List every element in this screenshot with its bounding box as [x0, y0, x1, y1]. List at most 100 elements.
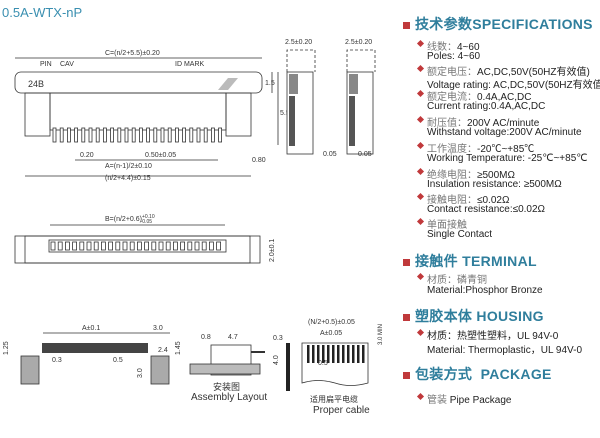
contact	[93, 241, 99, 251]
cable-caption-zh: 适用扁平电缆	[310, 394, 358, 404]
conductor	[357, 345, 360, 363]
contact	[180, 241, 186, 251]
contact	[201, 241, 207, 251]
dim-a: A=(n-1)/2±0.10	[105, 163, 152, 170]
front-view-drawing: B=(n/2+0.6)+0.10-0.05 2.0±0.1	[14, 214, 276, 264]
package-en: Pipe Package	[449, 395, 512, 406]
cable-dim-total: (N/2+0.5)±0.05	[308, 319, 355, 326]
contact	[165, 241, 171, 251]
dim-c: C=(n/2+5.5)±0.20	[105, 50, 160, 57]
pin	[182, 127, 187, 143]
fp-dim-1-25: 1.25	[3, 341, 10, 355]
spec-item-zh: 绝缘电阻：≥500MΩ	[427, 166, 515, 181]
spec-item-en: Insulation resistance: ≥500MΩ	[427, 179, 562, 190]
contact	[144, 241, 150, 251]
pin	[167, 127, 172, 143]
spec-label-zh: 线数：	[427, 42, 457, 53]
assembly-caption-en: Assembly Layout	[191, 392, 267, 403]
contact	[122, 241, 128, 251]
side-views-drawing: 2.5±0.20 2.5±0.20 0.05 0.05	[285, 39, 376, 158]
cable-dim-min: 3.0 MIN	[378, 324, 384, 345]
header-zh: 技术参数	[415, 16, 473, 32]
package-header: 包装方式 PACKAGE	[403, 364, 552, 384]
spec-item-zh: 线数：4~60	[427, 38, 480, 53]
terminal-header: 接触件 TERMINAL	[403, 251, 537, 271]
pin	[124, 127, 129, 143]
cable-drawing: (N/2+0.5)±0.05 A±0.05 3.0 MIN 0.3 4.0 0.…	[273, 319, 384, 416]
spec-label-zh: 单面接触	[427, 220, 467, 231]
header-zh: 接触件	[415, 253, 458, 269]
conductor	[337, 345, 340, 363]
spec-item-en: Current rating:0.4A,AC,DC	[427, 101, 546, 112]
dim-pin-width: 0.20	[80, 152, 94, 159]
cable-dim-0-3: 0.3	[273, 335, 283, 342]
dim-height: 2.0±0.1	[269, 239, 276, 262]
spec-label-zh: 耐压值：	[427, 118, 467, 129]
conductor	[352, 345, 355, 363]
pin	[146, 127, 151, 143]
pin	[131, 127, 136, 143]
id-mark-icon	[218, 78, 238, 90]
assembly-caption-zh: 安装图	[213, 381, 240, 392]
dim-b: B=(n/2+0.6)+0.10-0.05	[105, 214, 155, 225]
contact	[208, 241, 214, 251]
footprint-drawing: A±0.1 3.0 1.25 2.4 1.45 0.3 0.5 3.0	[3, 325, 182, 385]
asm-dim-4-7: 4.7	[228, 334, 238, 341]
conductor	[342, 345, 345, 363]
spec-item-zh: 接触电阻：≤0.02Ω	[427, 191, 509, 206]
cable-dim-a: A±0.05	[320, 330, 342, 337]
spec-value: 4~60	[457, 42, 480, 53]
fp-dim-0-3: 0.3	[52, 357, 62, 364]
spec-item-zh: 工作温度：-20℃~+85℃	[427, 140, 534, 155]
dim-1-5: 1.5	[265, 80, 275, 87]
side-dim-tol-1: 0.05	[323, 151, 337, 158]
fp-dim-3-0-v: 3.0	[137, 368, 144, 378]
conductor	[312, 345, 315, 363]
spec-value: ≤0.02Ω	[477, 195, 510, 206]
conductor	[362, 345, 365, 363]
conductor	[322, 345, 325, 363]
pin	[95, 127, 100, 143]
terminal-material-zh: 材质：磷青铜	[427, 271, 487, 286]
dim-pitch: 0.50±0.05	[145, 152, 176, 159]
pin	[81, 127, 86, 143]
fp-dim-a: A±0.1	[82, 325, 100, 332]
pin	[52, 127, 57, 143]
fp-dim-1-45: 1.45	[175, 341, 182, 355]
spec-item-zh: 耐压值：200V AC/minute	[427, 114, 539, 129]
side-dim-width-1: 2.5±0.20	[285, 39, 312, 46]
bullet-square-icon	[403, 371, 410, 379]
pin	[210, 127, 215, 143]
spec-value: 0.4A,AC,DC	[477, 92, 532, 103]
terminal-material-en: Material:Phosphor Bronze	[427, 285, 543, 296]
spec-item-en: Withstand voltage:200V AC/minute	[427, 127, 582, 138]
pin	[59, 127, 64, 143]
fp-dim-2-4: 2.4	[158, 347, 168, 354]
bullet-square-icon	[403, 313, 410, 321]
contact	[129, 241, 135, 251]
header-en: PACKAGE	[480, 366, 552, 382]
side-dim-width-2: 2.5±0.20	[345, 39, 372, 46]
bullet-square-icon	[403, 258, 410, 266]
contact	[194, 241, 200, 251]
header-zh: 包装方式	[415, 366, 473, 382]
side-dim-tol-2: 0.05	[358, 151, 372, 158]
conductor	[307, 345, 310, 363]
pin	[153, 127, 158, 143]
spec-item-zh: 单面接触	[427, 216, 467, 231]
contact	[86, 241, 92, 251]
contact	[101, 241, 106, 251]
pin	[138, 127, 143, 143]
dim-5-5: 5.5	[280, 110, 290, 117]
contact	[151, 241, 157, 251]
spec-item-en: Working Temperature: -25℃~+85℃	[427, 153, 588, 164]
specifications-header: 技术参数SPECIFICATIONS	[403, 14, 593, 34]
spec-item-zh: 额定电压：AC,DC,50V(50HZ有效值)	[427, 63, 590, 78]
pin	[196, 127, 201, 143]
contact	[115, 241, 121, 251]
pin	[67, 127, 71, 143]
header-en: TERMINAL	[462, 253, 537, 269]
contact	[172, 241, 178, 251]
housing-header: 塑胶本体 HOUSING	[403, 306, 544, 326]
